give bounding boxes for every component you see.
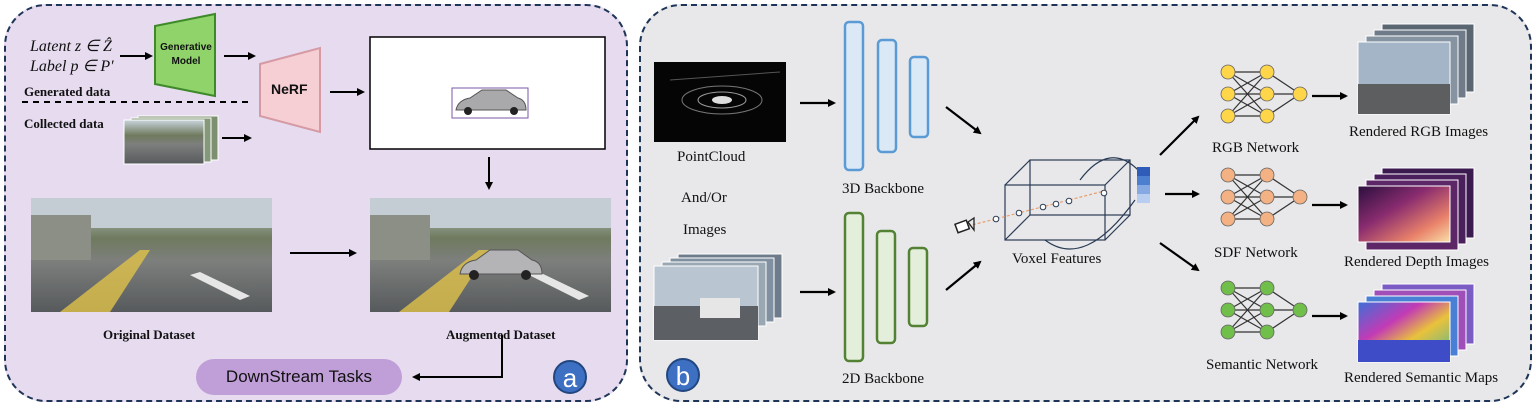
nerf-label: NeRF [271,81,308,97]
semantic-network-node [1220,302,1236,318]
feature-vector [1137,167,1150,203]
collected-data-label: Collected data [24,116,104,131]
sdf-network-label: SDF Network [1214,245,1298,261]
rendered-semantic-maps [1357,283,1475,363]
nerf-shape [259,46,321,134]
rendered-depth-images [1357,167,1475,251]
semantic-network-graph [1220,280,1308,340]
sdf-network-edge [1227,174,1268,220]
voxel-features-label: Voxel Features [1012,251,1102,267]
sdf-network-node [1292,189,1308,205]
original-dataset-photo [31,198,272,312]
semantic-network-edge [1227,287,1268,311]
backbone-2d-blocks [843,211,929,363]
rgb-network-node [1292,86,1308,102]
rendered-semantic-label: Rendered Semantic Maps [1344,370,1499,386]
semantic-network-node [1259,324,1275,340]
latent-label: Latent z ∈ Ẑ [30,38,112,55]
rendered-rgb-images [1357,23,1475,115]
rgb-network-edge [1227,71,1268,95]
sdf-network-node [1220,189,1236,205]
rgb-network-edge [1227,93,1268,117]
rgb-network-node [1220,64,1236,80]
input-images-stack [653,253,783,341]
sdf-network-node [1220,167,1236,183]
rgb-network-node [1220,86,1236,102]
downstream-tasks-pill: DownStream Tasks [196,359,402,395]
sdf-network-edge [1227,196,1268,220]
semantic-network-node [1259,280,1275,296]
and-or-label: And/Or [681,190,727,206]
rgb-network-edge [1227,71,1268,117]
backbone-3d-label: 3D Backbone [842,181,925,197]
original-dataset-label: Original Dataset [103,327,196,342]
rgb-network-node [1259,108,1275,124]
rgb-network-graph [1220,64,1308,124]
sdf-network-edge [1227,174,1268,198]
rgb-network-node [1259,86,1275,102]
augmented-dataset-label: Augmented Dataset [446,327,556,342]
generative-model-shape [154,12,216,98]
backbone-2d-label: 2D Backbone [842,371,925,387]
voxel-cube [967,157,1141,250]
sdf-network-node [1259,189,1275,205]
car-render [451,87,529,119]
generative-model-label-line1: Generative [160,42,212,53]
camera-icon [954,216,975,234]
sdf-network-node [1220,211,1236,227]
semantic-network-edge [1227,287,1268,333]
pointcloud-label: PointCloud [677,149,746,165]
sdf-network-node [1259,211,1275,227]
sdf-network-graph [1220,167,1308,227]
semantic-network-node [1220,324,1236,340]
generated-data-label: Generated data [24,84,111,99]
rendered-depth-label: Rendered Depth Images [1344,254,1489,270]
augmented-dataset-photo [370,198,611,312]
label-label: Label p ∈ P′ [30,58,114,75]
rendered-rgb-label: Rendered RGB Images [1349,124,1489,140]
collected-data-images [123,115,219,165]
semantic-network-node [1292,302,1308,318]
rgb-network-node [1259,64,1275,80]
pointcloud-image [654,62,786,142]
backbone-3d-blocks [843,20,930,172]
rgb-network-label: RGB Network [1212,140,1300,156]
images-label: Images [683,222,727,238]
semantic-network-label: Semantic Network [1206,357,1319,373]
badge-a: a [553,360,587,394]
voxel-sample-points [992,189,1108,223]
semantic-network-edge [1227,309,1268,333]
semantic-network-node [1259,302,1275,318]
generative-model-label-line2: Model [171,56,201,67]
semantic-network-node [1220,280,1236,296]
badge-b: b [666,358,700,392]
rgb-network-node [1220,108,1236,124]
sdf-network-node [1259,167,1275,183]
